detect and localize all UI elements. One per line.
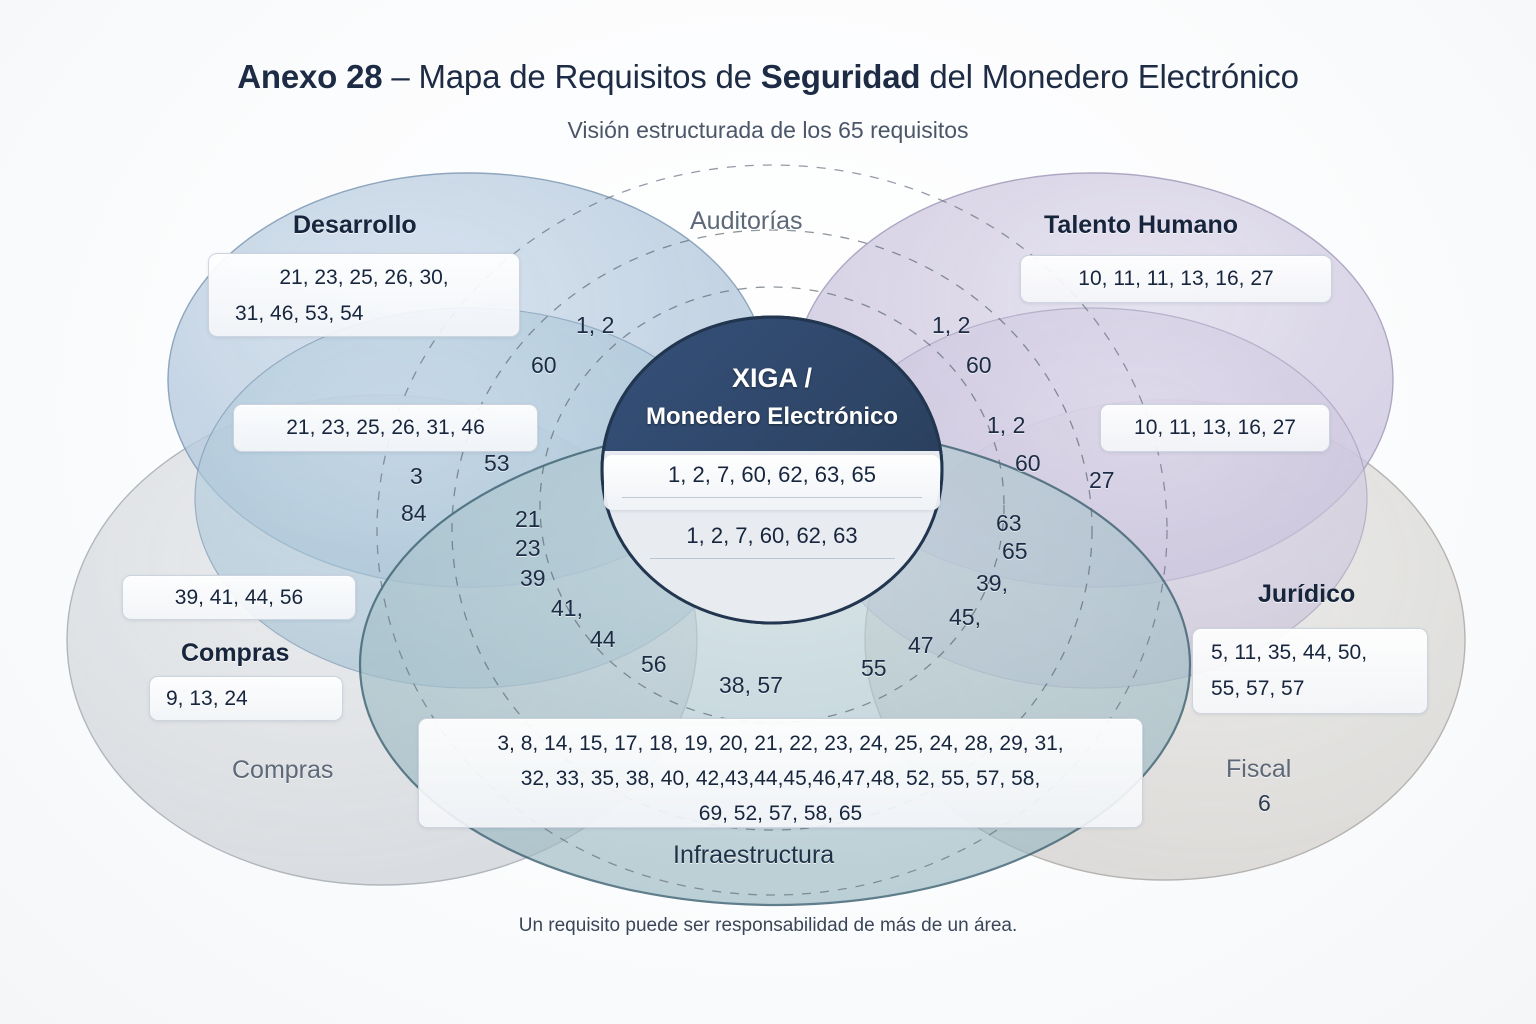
chip-juridico-line2: 55, 57, 57 — [1211, 677, 1305, 700]
core-list-secondary-text: 1, 2, 7, 60, 62, 63 — [686, 523, 858, 548]
core-title-line1: XIGA / — [731, 363, 812, 393]
chip-compras-list[interactable]: 9, 13, 24 — [149, 676, 343, 721]
title-rest-1: – Mapa de Requisitos de — [382, 58, 761, 95]
num-right-47: 47 — [908, 632, 934, 658]
chip-juridico-list[interactable]: 5, 11, 35, 44, 50, 55, 57, 57 — [1192, 628, 1428, 714]
label-compras-box: Compras — [181, 639, 290, 667]
label-fiscal-value: 6 — [1258, 790, 1271, 816]
num-right-45: 45, — [949, 604, 981, 630]
core-rule-primary — [622, 497, 922, 498]
title-bold-anexo: Anexo 28 — [237, 58, 383, 95]
num-left-top-2: 60 — [531, 352, 557, 378]
chip-infra-line2: 32, 33, 35, 38, 40, 42,43,44,45,46,47,48… — [520, 767, 1041, 790]
chip-compras-top[interactable]: 39, 41, 44, 56 — [122, 575, 356, 620]
num-left-23: 23 — [515, 535, 541, 561]
num-left-41: 41, — [551, 595, 583, 621]
num-right-top-1: 1, 2 — [932, 312, 971, 338]
chip-desarrollo-outer-line2: 31, 46, 53, 54 — [235, 302, 364, 325]
num-left-56: 56 — [641, 651, 667, 677]
num-left-21: 21 — [515, 506, 541, 532]
num-right-mid-2: 60 — [1015, 450, 1041, 476]
label-auditorias: Auditorías — [690, 207, 803, 235]
page-title: Anexo 28 – Mapa de Requisitos de Segurid… — [0, 58, 1536, 96]
core-list-primary[interactable]: 1, 2, 7, 60, 62, 63, 65 — [604, 455, 940, 510]
num-left-44: 44 — [590, 626, 616, 652]
num-right-27: 27 — [1089, 467, 1115, 493]
label-fiscal: Fiscal — [1226, 755, 1292, 783]
footnote: Un requisito puede ser responsabilidad d… — [518, 915, 1018, 936]
label-infraestructura: Infraestructura — [673, 841, 835, 869]
num-left-39: 39 — [520, 565, 546, 591]
core-title-line2: Monedero Electrónico — [645, 403, 899, 430]
label-juridico: Jurídico — [1258, 580, 1356, 608]
label-compras-ellipse: Compras — [232, 756, 334, 784]
chip-talento-inner[interactable]: 10, 11, 13, 16, 27 — [1100, 404, 1330, 452]
num-right-65: 65 — [1002, 538, 1028, 564]
num-left-84: 84 — [401, 500, 427, 526]
ring-auditorias-outer — [376, 164, 1168, 896]
page-subtitle: Visión estructurada de los 65 requisitos — [567, 117, 969, 143]
chip-infraestructura-list[interactable]: 3, 8, 14, 15, 17, 18, 19, 20, 21, 22, 23… — [418, 718, 1143, 828]
num-right-63: 63 — [996, 510, 1022, 536]
core-rule-secondary — [649, 558, 895, 559]
core-list-secondary[interactable]: 1, 2, 7, 60, 62, 63 — [604, 523, 940, 559]
title-bold-seguridad: Seguridad — [760, 58, 921, 95]
num-bottom-38-57: 38, 57 — [719, 672, 783, 698]
core-list-primary-text: 1, 2, 7, 60, 62, 63, 65 — [668, 462, 876, 487]
num-right-mid-1: 1, 2 — [987, 412, 1026, 438]
num-right-39: 39, — [976, 570, 1008, 596]
title-rest-2: del Monedero Electrónico — [920, 58, 1299, 95]
num-left-53: 53 — [484, 450, 510, 476]
core-circle-outline — [600, 315, 944, 625]
ring-auditorias-inner — [539, 286, 1005, 724]
num-right-top-2: 60 — [966, 352, 992, 378]
num-left-3: 3 — [410, 463, 423, 489]
ring-auditorias-middle — [451, 229, 1093, 831]
chip-desarrollo-inner[interactable]: 21, 23, 25, 26, 31, 46 — [233, 404, 538, 452]
chip-juridico-line1: 5, 11, 35, 44, 50, — [1211, 641, 1368, 664]
chip-desarrollo-outer-line1: 21, 23, 25, 26, 30, — [279, 266, 449, 289]
label-talento-humano: Talento Humano — [1044, 211, 1238, 239]
chip-infra-line3: 69, 52, 57, 58, 65 — [698, 802, 863, 825]
label-desarrollo: Desarrollo — [293, 211, 417, 239]
chip-desarrollo-outer[interactable]: 21, 23, 25, 26, 30, 31, 46, 53, 54 — [208, 253, 520, 337]
chip-infra-line1: 3, 8, 14, 15, 17, 18, 19, 20, 21, 22, 23… — [497, 732, 1064, 755]
num-left-top-1: 1, 2 — [576, 312, 615, 338]
num-right-55: 55 — [861, 655, 887, 681]
chip-talento-outer[interactable]: 10, 11, 11, 13, 16, 27 — [1020, 255, 1332, 303]
